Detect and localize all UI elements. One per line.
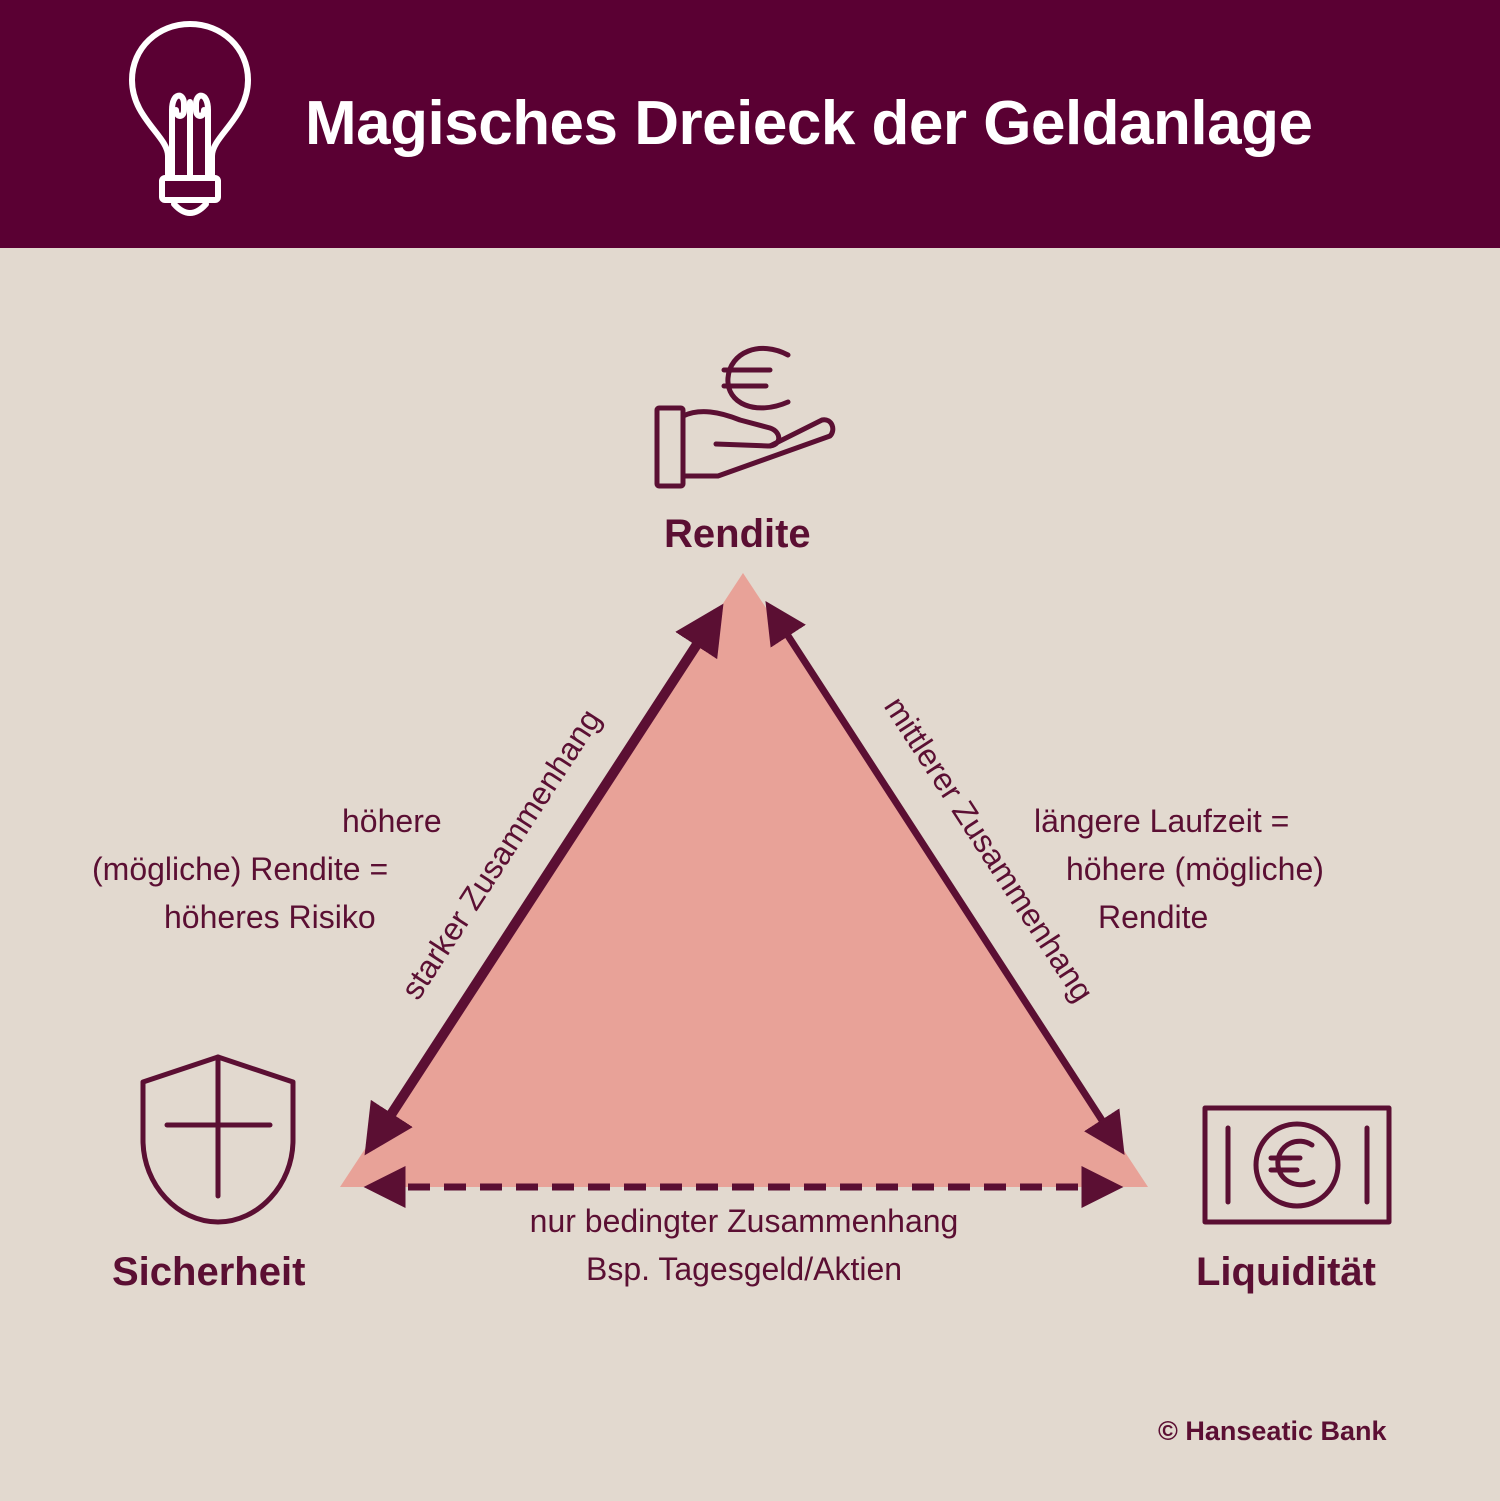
node-label-sicherheit: Sicherheit (112, 1250, 306, 1294)
edge-bottom-line-1: nur bedingter Zusammenhang (529, 1203, 959, 1239)
note-left-line-2: (mögliche) Rendite = (92, 851, 389, 887)
note-right-line-2: höhere (mögliche) (1066, 851, 1324, 887)
node-label-rendite: Rendite (664, 512, 811, 556)
edge-left-arrow (364, 603, 724, 1156)
page-title: Magisches Dreieck der Geldanlage (305, 89, 1313, 158)
edge-bottom-label: nur bedingter Zusammenhang Bsp. Tagesgel… (444, 1197, 1044, 1293)
edge-bottom-line-2: Bsp. Tagesgeld/Aktien (585, 1251, 903, 1287)
banknote-euro-icon (1202, 1105, 1392, 1225)
edge-right-arrow (765, 600, 1125, 1156)
copyright-text: © Hanseatic Bank (1158, 1416, 1387, 1446)
hand-euro-icon (654, 345, 836, 489)
note-right: längere Laufzeit = höhere (mögliche) Ren… (1034, 797, 1394, 941)
header-bar: Magisches Dreieck der Geldanlage (0, 0, 1500, 248)
lightbulb-icon (129, 21, 251, 216)
node-label-liquiditaet: Liquidität (1196, 1250, 1376, 1294)
shield-cross-icon (140, 1054, 296, 1225)
note-left-line-3: höheres Risiko (164, 899, 376, 935)
note-right-line-1: längere Laufzeit = (1034, 803, 1290, 839)
note-right-line-3: Rendite (1098, 899, 1209, 935)
note-left: höhere (mögliche) Rendite = höheres Risi… (80, 797, 460, 941)
note-left-line-1: höhere (342, 803, 442, 839)
